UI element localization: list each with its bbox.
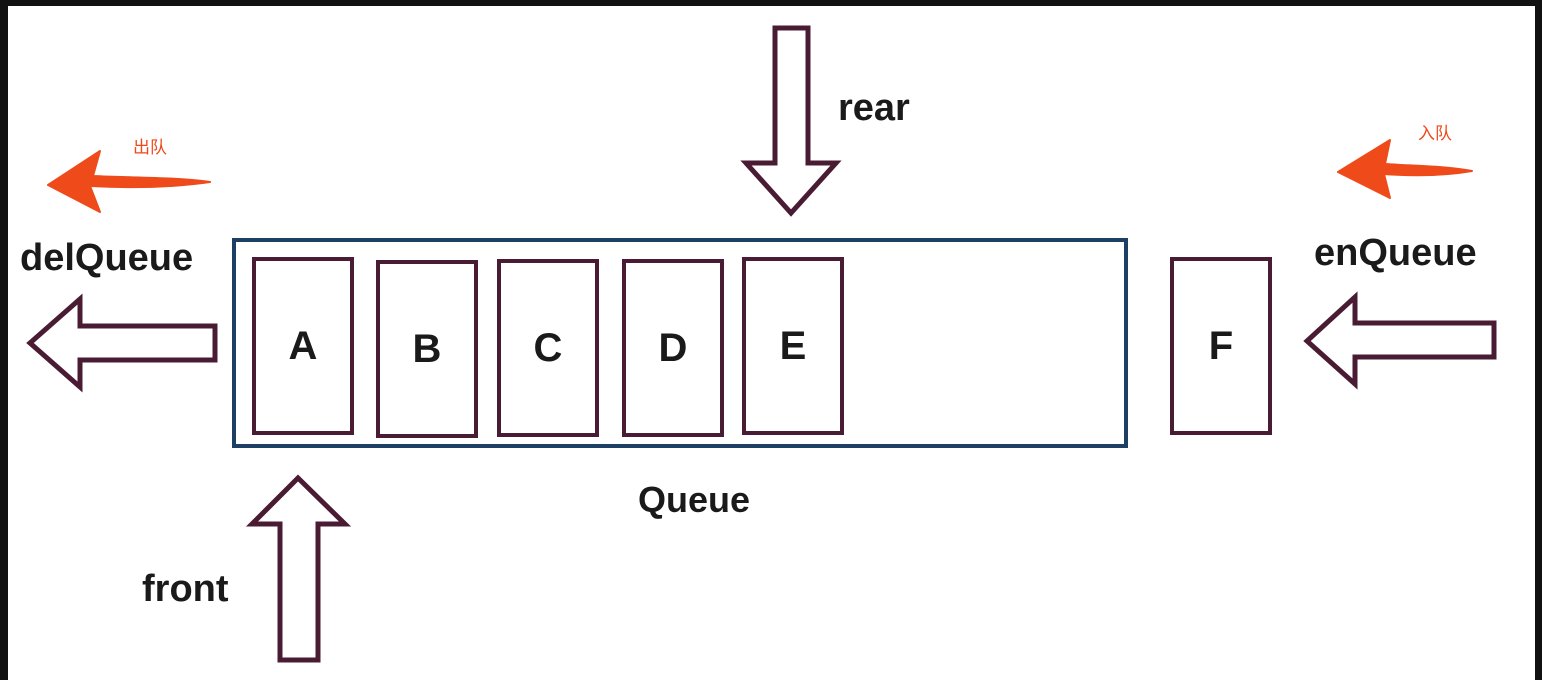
queue-element-c: C	[497, 259, 599, 437]
enqueue-annotation-arrow-icon	[1337, 139, 1473, 199]
dequeue-cn-label: 出队	[133, 138, 167, 158]
queue-element-e: E	[742, 257, 844, 435]
diagram-canvas: rear 出队 入队 delQueue enQueue A B C D E F …	[8, 6, 1535, 680]
rear-pointer-arrow-icon	[740, 25, 842, 217]
queue-element-b: B	[376, 260, 478, 438]
en-queue-label: enQueue	[1314, 232, 1477, 274]
enqueue-cn-label: 入队	[1418, 124, 1452, 144]
queue-element-d: D	[622, 259, 724, 437]
queue-caption: Queue	[638, 479, 751, 520]
dequeue-annotation-arrow-icon	[47, 150, 211, 213]
rear-label: rear	[838, 87, 910, 129]
del-queue-label: delQueue	[20, 237, 194, 279]
queue-element-a: A	[252, 257, 354, 435]
front-label: front	[142, 568, 229, 610]
del-queue-arrow-icon	[26, 293, 218, 393]
queue-container	[232, 238, 1128, 448]
incoming-element-f: F	[1170, 257, 1272, 435]
en-queue-arrow-icon	[1303, 291, 1497, 390]
front-pointer-arrow-icon	[245, 474, 352, 663]
